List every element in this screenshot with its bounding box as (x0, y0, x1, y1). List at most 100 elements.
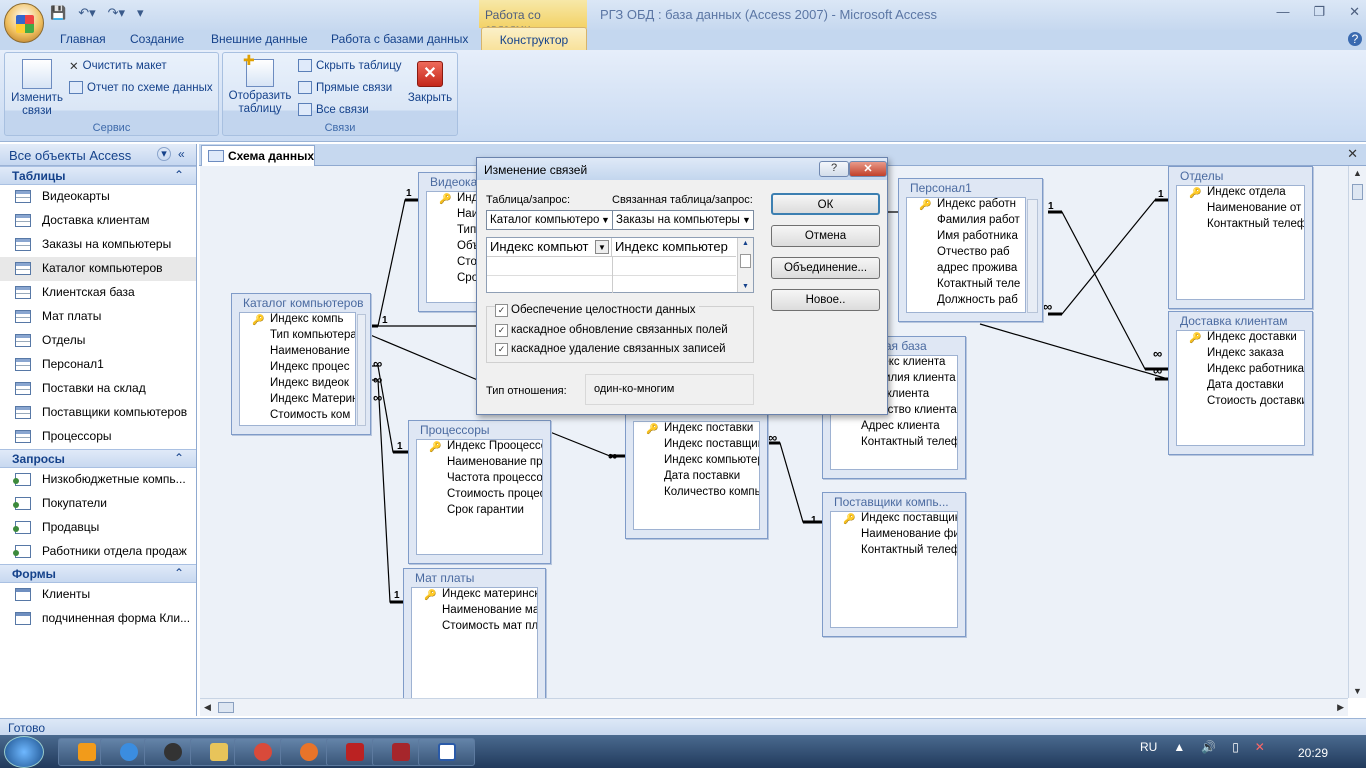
nav-item[interactable]: Низкобюджетные компь... (0, 468, 196, 492)
cascade-update-checkbox[interactable]: каскадное обновление связанных полей (495, 324, 728, 337)
scroll-down-icon[interactable]: ▼ (742, 283, 749, 290)
nav-item[interactable]: Покупатели (0, 492, 196, 516)
link-catalog-orders-2[interactable] (367, 333, 481, 382)
collapse-icon[interactable]: ⌃ (173, 168, 184, 182)
link-staff-depts[interactable] (1048, 199, 1168, 315)
table-field[interactable]: Сро (427, 272, 489, 288)
nav-item[interactable]: Доставка клиентам (0, 209, 196, 233)
table-field[interactable]: Сто (427, 256, 489, 272)
nav-item[interactable]: подчиненная форма Кли... (0, 607, 196, 631)
tab-external-data[interactable]: Внешние данные (211, 32, 308, 46)
direct-links-button[interactable]: Прямые связи (298, 81, 392, 94)
table-field[interactable]: Наименование фи (831, 528, 957, 544)
nav-item[interactable]: Клиентская база (0, 281, 196, 305)
tab-database-tools[interactable]: Работа с базами данных (331, 32, 469, 46)
nav-section-header[interactable]: Таблицы⌃ (0, 166, 196, 185)
table-field[interactable]: 🔑Индекс материнск (412, 588, 537, 604)
nav-item[interactable]: Поставки на склад (0, 377, 196, 401)
table-processors[interactable]: Процессоры🔑Индекс ПроoцессораНаименовани… (408, 420, 551, 564)
all-links-button[interactable]: Все связи (298, 103, 369, 116)
field-left-cell[interactable]: Индекс компьют▼ (487, 238, 612, 257)
table-field[interactable]: Тип (427, 224, 489, 240)
dialog-title-bar[interactable]: Изменение связей ? ✕ (477, 158, 887, 180)
nav-item[interactable]: Работники отдела продаж (0, 540, 196, 564)
redo-icon[interactable]: ↷▾ (107, 5, 126, 20)
table-field[interactable]: Стоиость доставки (1177, 395, 1304, 411)
nav-section-header[interactable]: Формы⌃ (0, 564, 196, 583)
table-field[interactable]: Индекс процес (240, 361, 355, 377)
table-field[interactable]: Наименование ма (412, 604, 537, 620)
help-icon[interactable]: ? (1348, 32, 1362, 46)
cascade-delete-checkbox[interactable]: каскадное удаление связанных записей (495, 343, 726, 356)
create-new-button[interactable]: Новое.. (771, 289, 880, 311)
nav-item[interactable]: Продавцы (0, 516, 196, 540)
table-field[interactable]: Частота процессора (417, 472, 542, 488)
table-field[interactable]: Имя работника (907, 230, 1025, 246)
link-catalog-videocards[interactable] (368, 199, 418, 327)
table-field[interactable]: Дата поставки (634, 470, 759, 486)
nav-header[interactable]: Все объекты Access ▾ « (0, 144, 196, 166)
restore-icon[interactable]: ❐ (1313, 4, 1326, 19)
table-field[interactable]: Наименование пр (417, 456, 542, 472)
field-right-cell[interactable]: Индекс компьютер (612, 238, 736, 257)
canvas-horizontal-scrollbar[interactable]: ◀ ▶ (200, 698, 1348, 716)
dialog-help-button[interactable]: ? (819, 161, 849, 177)
scroll-right-icon[interactable]: ▶ (1337, 702, 1344, 712)
network-icon[interactable]: ✕ (1254, 740, 1265, 754)
table-field[interactable]: Индекс поставщик (634, 438, 759, 454)
nav-item[interactable]: Мат платы (0, 305, 196, 329)
volume-icon[interactable]: 🔊 (1201, 740, 1217, 754)
table-field[interactable]: 🔑Индекс поставщик (831, 512, 957, 528)
office-button[interactable] (4, 3, 44, 43)
nav-dropdown-icon[interactable]: ▾ (157, 147, 171, 161)
table-field[interactable]: Отчество раб (907, 246, 1025, 262)
table-field[interactable]: Индекс работника (1177, 363, 1304, 379)
document-close-icon[interactable]: ✕ (1347, 146, 1358, 161)
table-field[interactable]: Количество компь (634, 486, 759, 502)
table-field[interactable]: 🔑Индекс работн (907, 198, 1025, 214)
scroll-thumb[interactable] (740, 254, 751, 268)
table-scrollbar[interactable] (357, 314, 366, 426)
fields-row-empty[interactable] (487, 257, 736, 293)
cancel-button[interactable]: Отмена (771, 225, 880, 247)
hide-table-button[interactable]: Скрыть таблицу (298, 59, 402, 72)
table-field[interactable]: Контактный телеф (1177, 218, 1304, 234)
link-orders-delivery[interactable] (979, 323, 1169, 380)
table-field[interactable]: 🔑Индекс компь (240, 313, 355, 329)
nav-item[interactable]: Видеокарты (0, 185, 196, 209)
integrity-checkbox[interactable]: Обеспечение целостности данных (495, 304, 700, 317)
minimize-icon[interactable]: — (1276, 4, 1290, 19)
scroll-up-icon[interactable]: ▲ (742, 240, 749, 247)
table-field[interactable]: Индекс компьютер (634, 454, 759, 470)
table-field[interactable]: Тип компьютера (240, 329, 355, 345)
scroll-thumb-h[interactable] (218, 702, 234, 713)
nav-item[interactable]: Поставщики компьютеров (0, 401, 196, 425)
link-catalog-motherboards[interactable] (368, 379, 403, 603)
table-field[interactable]: Объ (427, 240, 489, 256)
canvas-vertical-scrollbar[interactable]: ▲ ▼ (1348, 166, 1366, 698)
table-field[interactable]: Стоимость процес (417, 488, 542, 504)
nav-item[interactable]: Каталог компьютеров (0, 257, 196, 281)
table-field[interactable]: Наименование от (1177, 202, 1304, 218)
dialog-close-button[interactable]: ✕ (849, 161, 887, 177)
nav-section-header[interactable]: Запросы⌃ (0, 449, 196, 468)
show-table-button[interactable]: ✚ Отобразить таблицу (225, 53, 295, 116)
scroll-thumb[interactable] (1352, 184, 1363, 200)
nav-item[interactable]: Персонал1 (0, 353, 196, 377)
nav-item[interactable]: Процессоры (0, 425, 196, 449)
table-field[interactable]: Адрес клиента (831, 420, 957, 436)
related-table-select[interactable]: Заказы на компьютеры▼ (612, 210, 754, 230)
grid-scrollbar[interactable]: ▲ ▼ (737, 238, 753, 292)
tab-design[interactable]: Конструктор (481, 27, 587, 51)
undo-icon[interactable]: ↶▾ (78, 5, 96, 20)
table-field[interactable]: Наименование (240, 345, 355, 361)
table-field[interactable]: Индекс Материн (240, 393, 355, 409)
edit-links-button[interactable]: Изменить связи (7, 59, 67, 118)
table-field[interactable]: Контактный телеф (831, 544, 957, 560)
